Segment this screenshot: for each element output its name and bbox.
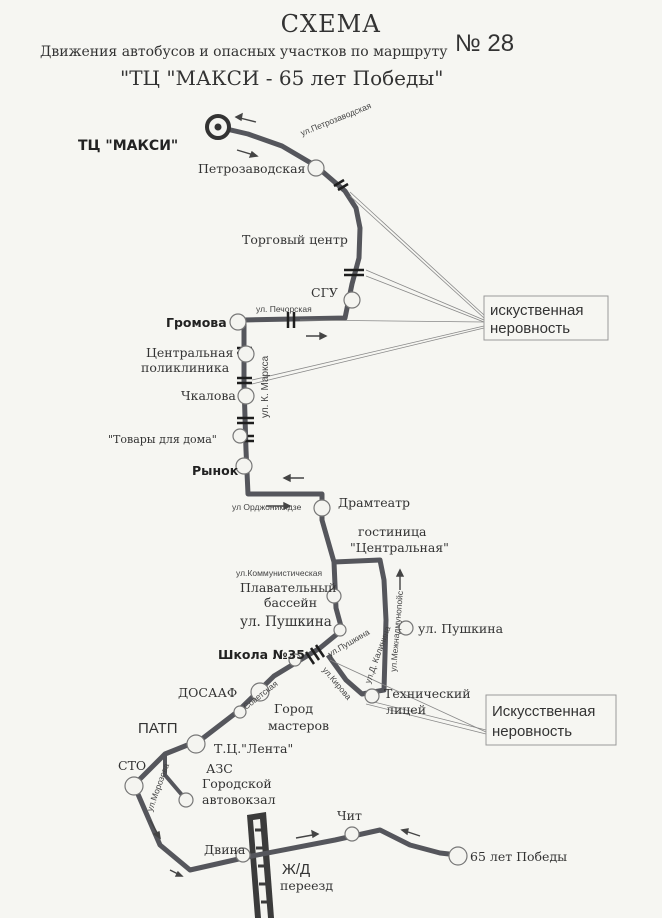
stop-gorod-1: Город [274, 701, 313, 716]
callout-box-bottom: Искусственная неровность [485, 694, 617, 746]
street-ordzhonikidze: ул Орджоникидзе [232, 502, 302, 512]
scheme-title: СХЕМА [280, 10, 382, 38]
stop-rynok: Рынок [192, 463, 239, 478]
callout-pointers-bottom [329, 659, 487, 735]
stop-patp: ПАТП [138, 720, 178, 737]
stop-gorod-2: мастеров [268, 718, 329, 733]
stop-pobedy: 65 лет Победы [470, 849, 567, 864]
stop-central-2: поликлиника [141, 360, 230, 375]
stop-chkalova: Чкалова [181, 388, 236, 403]
stop-pool-1: Плавательный [240, 580, 336, 595]
callout-top-line2: неровность [490, 320, 570, 337]
stop-azs: АЗС [206, 761, 233, 776]
stop-avtovokzal-2: автовокзал [202, 792, 276, 807]
stop-circles [124, 159, 468, 866]
railway-crossing [247, 812, 274, 918]
stop-dosaaf: ДОСААФ [178, 685, 237, 700]
stop-zhd-2: переезд [280, 878, 333, 893]
stop-tech-1: Технический [384, 686, 471, 701]
stop-sgu: СГУ [311, 285, 338, 300]
stop-hotel-2: "Центральная" [350, 540, 449, 555]
terminal-maxi [205, 114, 231, 140]
scheme-subtitle: Движения автобусов и опасных участков по… [40, 44, 448, 60]
stop-gromova: Громова [166, 315, 227, 330]
stop-pool-2: бассейн [264, 595, 317, 610]
stop-dramteatr: Драмтеатр [338, 495, 410, 510]
callout-box-top: искуственная неровность [483, 295, 609, 341]
stop-zhd-1: Ж/Д [282, 861, 310, 878]
street-kommunisticheskaya: ул.Коммунистическая [236, 568, 322, 578]
stop-sto: СТО [118, 758, 146, 773]
callout-pointers-top [251, 191, 485, 385]
callout-bottom-line1: Искусственная [492, 703, 595, 720]
stop-petrozavodskaya: Петрозаводская [198, 161, 306, 176]
stop-hotel-1: гостиница [358, 524, 427, 539]
street-pechorskaya: ул. Печорская [256, 304, 312, 314]
stop-maxi: ТЦ "МАКСИ" [78, 138, 178, 154]
route-line-main [131, 125, 461, 873]
direction-arrows [149, 112, 421, 877]
route-line-loop [325, 557, 389, 697]
callout-bottom-line2: неровность [492, 723, 572, 740]
callout-top-line1: искуственная [490, 302, 584, 319]
stop-torgovy: Торговый центр [242, 232, 348, 247]
stop-pushkina-right: ул. Пушкина [418, 621, 504, 636]
stop-tovary: "Товары для дома" [108, 433, 217, 446]
stop-lenta: Т.Ц."Лента" [214, 741, 293, 756]
stop-central-1: Центральная [146, 345, 234, 360]
stop-school: Школа №35 [218, 647, 305, 662]
street-k-marksa: ул. К. Маркса [260, 355, 271, 418]
stop-avtovokzal-1: Городской [202, 776, 272, 791]
street-pushkina: ул.Пушкина [326, 627, 371, 659]
stop-chit: Чит [337, 808, 362, 823]
route-number: № 28 [455, 30, 515, 57]
street-petrozavodskaya: ул.Петрозаводская [299, 100, 373, 138]
stop-pushkina-left: ул. Пушкина [240, 614, 332, 630]
route-line-spur [163, 754, 184, 797]
stop-tech-2: лицей [386, 702, 426, 717]
route-name: "ТЦ "МАКСИ - 65 лет Победы" [120, 66, 444, 90]
stop-dvina: Двина [204, 842, 246, 857]
